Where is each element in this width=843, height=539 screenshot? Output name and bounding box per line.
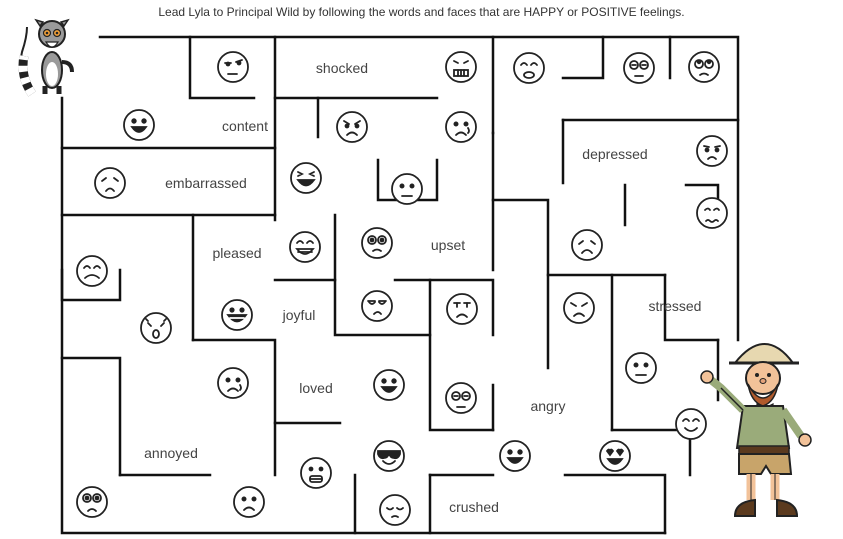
sad-face-icon [696,135,728,167]
grimace-face-icon [445,51,477,83]
heart-eyes-face-icon [599,440,631,472]
upset-face-icon [571,229,603,261]
smiling-face-icon [675,408,707,440]
sad-face-icon [76,255,108,287]
frustrated-face-icon [446,293,478,325]
happy-face-icon [123,109,155,141]
rolling-eyes-face-icon [623,52,655,84]
relieved-face-icon [379,494,411,526]
word-crushed: crushed [449,499,499,515]
scared-face-icon [140,312,172,344]
word-depressed: depressed [582,146,647,162]
word-embarrassed: embarrassed [165,175,247,191]
instructions-text: Lead Lyla to Principal Wild by following… [158,5,685,19]
angry-face-icon [336,111,368,143]
happy-face-icon [373,369,405,401]
neutral-face-icon [391,173,423,205]
annoyed-face-icon [217,51,249,83]
sad-face-icon [696,197,728,229]
grinning-face-icon [499,440,531,472]
word-content: content [222,118,268,134]
grinning-face-icon [290,162,322,194]
rolling-eyes-face-icon [445,382,477,414]
maze-walls [60,35,740,535]
shocked-face-icon [513,52,545,84]
cool-face-icon [373,440,405,472]
laughing-face-icon [289,231,321,263]
feeling-words: shocked content depressed embarrassed up… [144,60,701,515]
neutral-face-icon [361,290,393,322]
shocked-face-icon [76,486,108,518]
sad-face-icon [217,367,249,399]
worried-face-icon [94,167,126,199]
grimace-face-icon [300,457,332,489]
explorer-goal-character [700,343,812,517]
word-loved: loved [299,380,332,396]
word-stressed: stressed [649,298,702,314]
word-joyful: joyful [282,307,316,323]
angry-face-icon [563,292,595,324]
sad-face-icon [233,486,265,518]
grinning-face-icon [221,299,253,331]
emoji-faces [76,51,728,526]
lemur-start-character [18,18,74,97]
shocked-face-icon [361,227,393,259]
word-angry: angry [530,398,565,414]
neutral-face-icon [625,352,657,384]
word-shocked: shocked [316,60,368,76]
sad-face-icon [445,111,477,143]
word-pleased: pleased [212,245,261,261]
rolling-eyes-face-icon [688,51,720,83]
word-annoyed: annoyed [144,445,198,461]
word-upset: upset [431,237,465,253]
